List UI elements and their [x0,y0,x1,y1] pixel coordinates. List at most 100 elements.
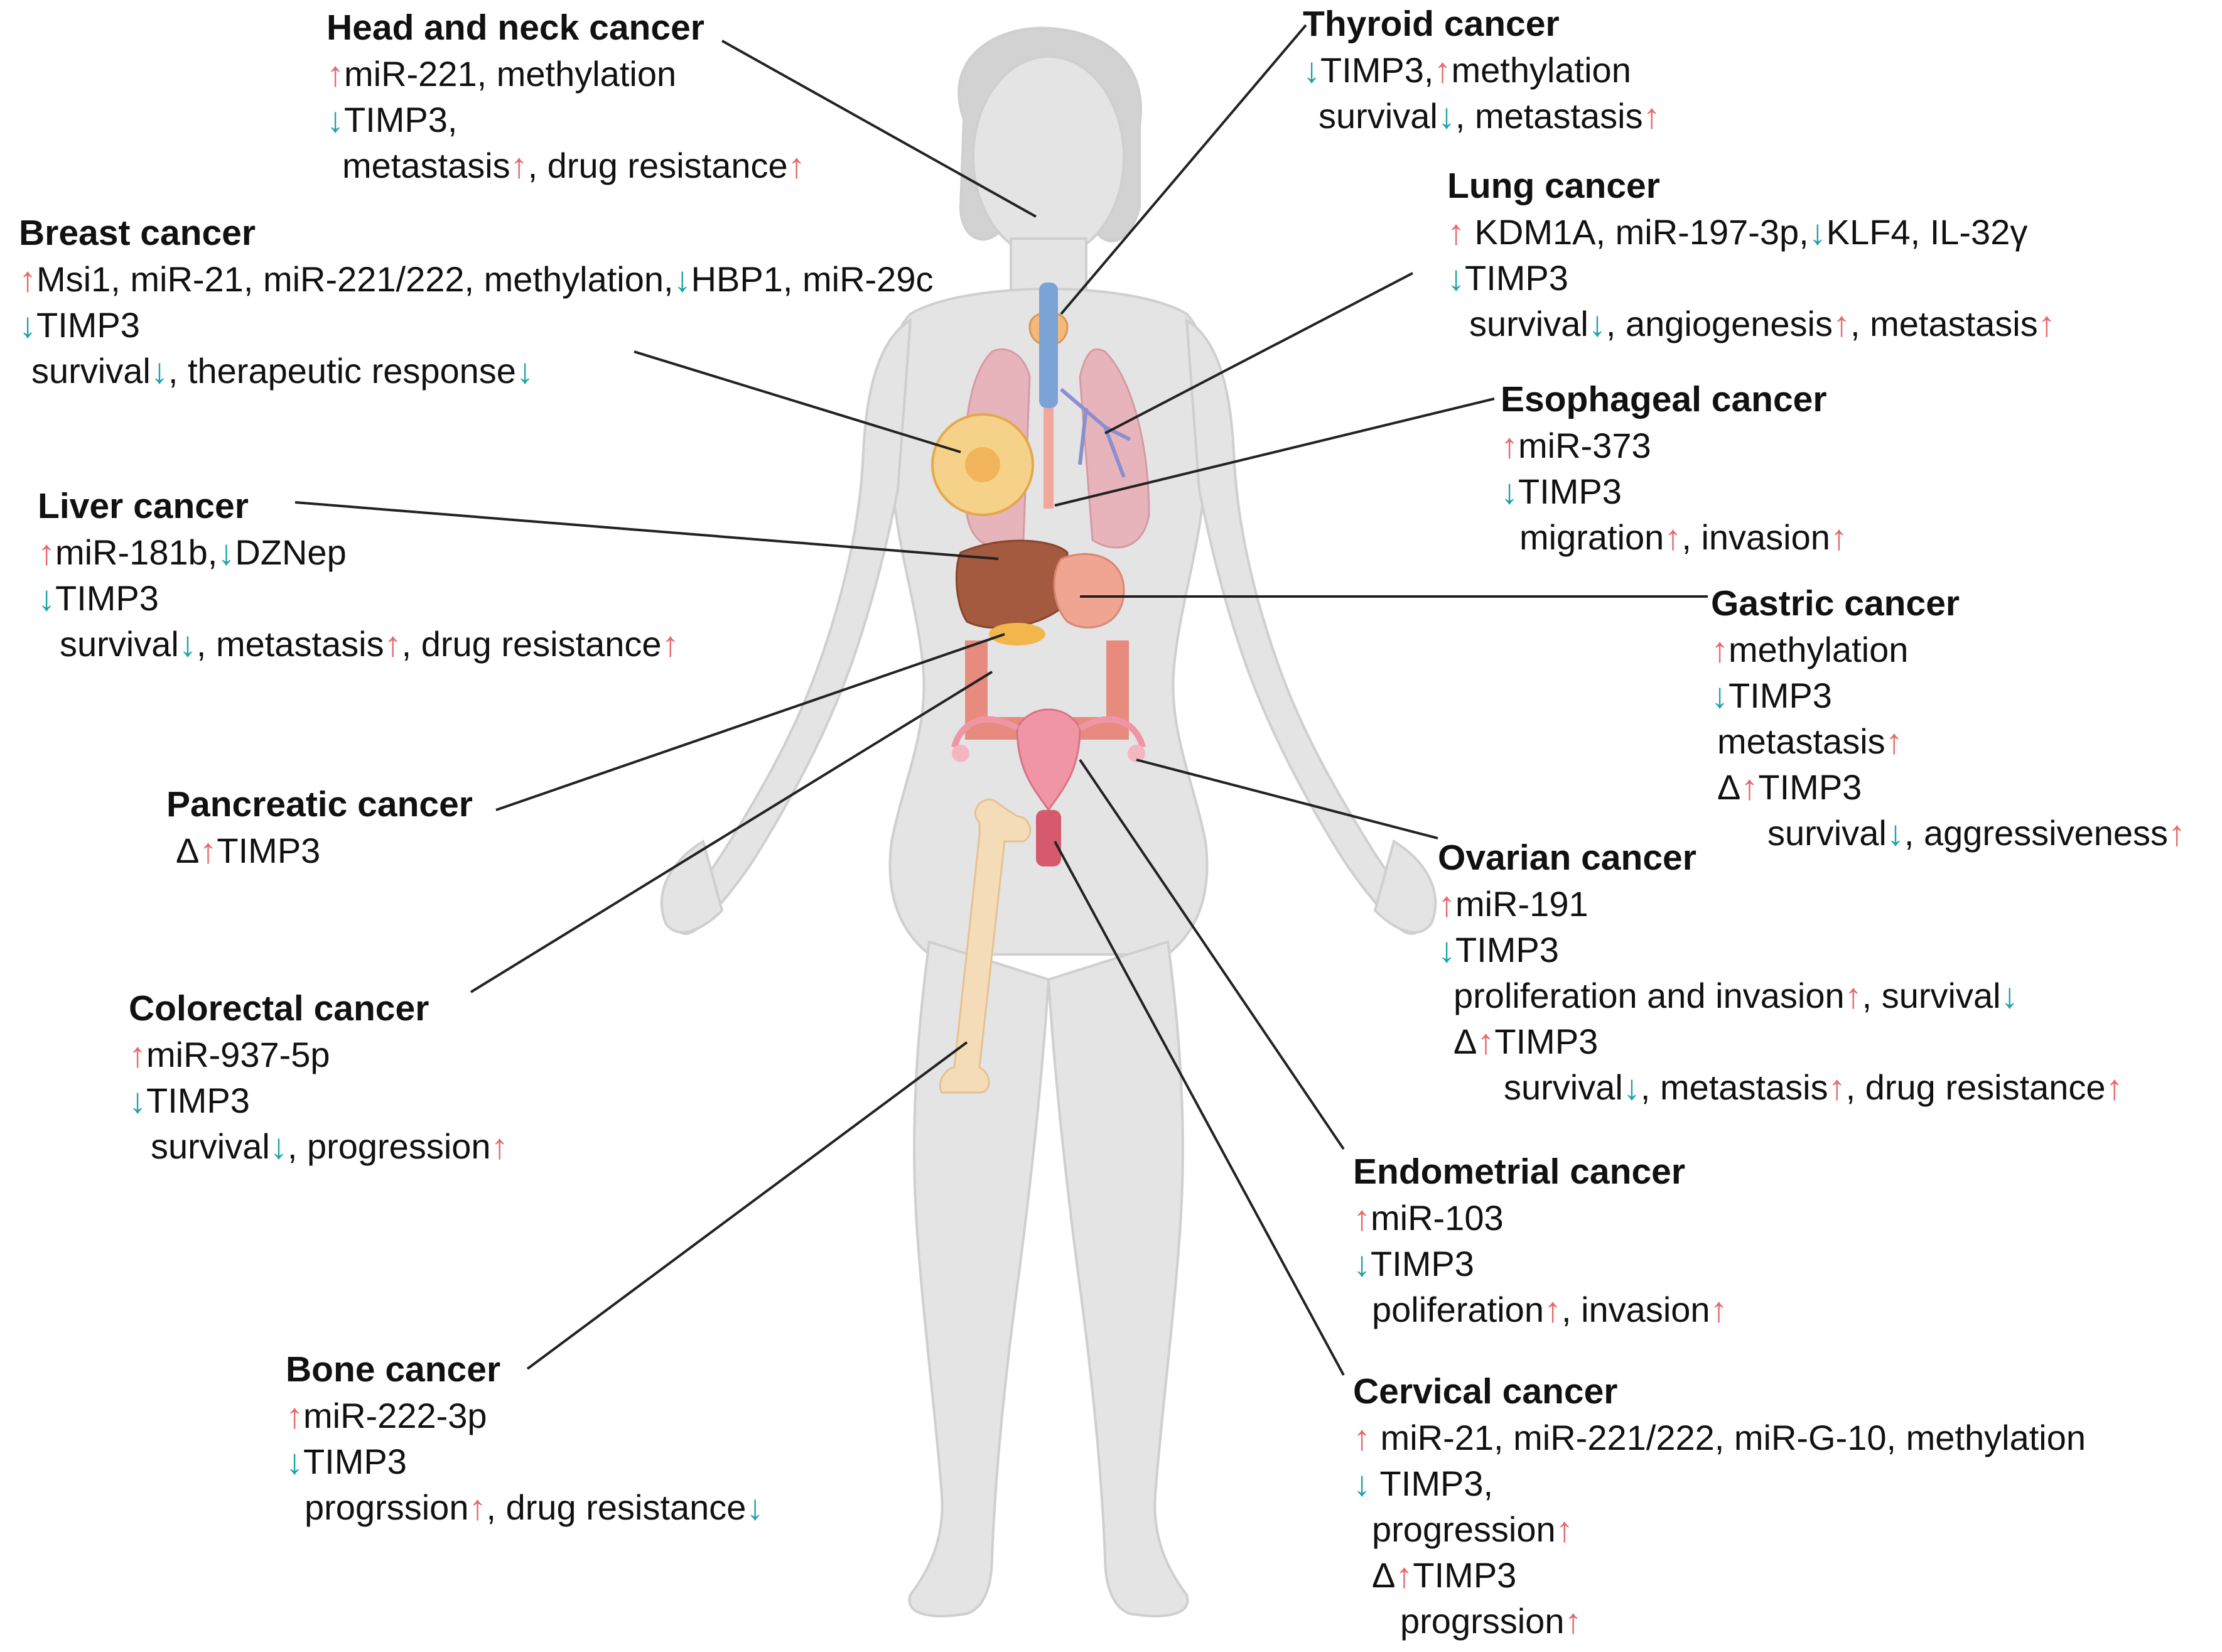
down-arrow-icon: ↓ [1886,813,1904,853]
finding-line: survival↓, metastasis↑, drug resistance↑ [1438,1064,2123,1110]
down-arrow-icon: ↓ [746,1487,764,1527]
finding-text: HBP1, miR-29c [691,259,934,299]
up-arrow-icon: ↑ [1353,1418,1371,1457]
up-arrow-icon: ↑ [1664,517,1682,557]
cancer-title: Ovarian cancer [1438,838,1696,878]
cancer-title: Colorectal cancer [129,988,429,1028]
up-arrow-icon: ↑ [1447,212,1465,252]
finding-line: ↓TIMP3, [326,97,806,143]
finding-line: migration↑, invasion↑ [1501,514,1848,560]
finding-text: methylation [1451,50,1631,90]
finding-text: , metastasis [196,624,384,664]
finding-line: ↓TIMP3 [286,1439,763,1484]
finding-line: proliferation and invasion↑, survival↓ [1438,973,2123,1018]
up-arrow-icon: ↑ [787,146,806,185]
up-arrow-icon: ↑ [1642,96,1661,136]
up-arrow-icon: ↑ [1477,1022,1495,1061]
finding-text: survival [151,1126,270,1166]
finding-text: KDM1A, miR-197-3p, [1465,212,1809,252]
finding-line: ↑Msi1, miR-21, miR-221/222, methylation,… [19,256,933,302]
up-arrow-icon: ↑ [1885,721,1903,761]
head [972,55,1125,259]
finding-text: TIMP3 [217,831,321,870]
left-leg [908,940,1050,1617]
finding-text: , metastasis [1640,1067,1828,1107]
up-arrow-icon: ↑ [1844,976,1862,1015]
finding-line: ↑ KDM1A, miR-197-3p,↓KLF4, IL-32γ [1447,209,2056,255]
finding-text: progrssion [1400,1601,1565,1641]
up-arrow-icon: ↑ [1501,426,1518,465]
finding-text: KLF4, IL-32γ [1826,212,2028,252]
finding-text: miR-103 [1371,1198,1504,1238]
down-arrow-icon: ↓ [2000,976,2019,1015]
leader-esophageal [1054,397,1495,507]
finding-text: survival [31,351,151,391]
finding-line: ↓TIMP3 [1501,468,1848,514]
delta-icon: Δ [1453,1022,1477,1061]
down-arrow-icon: ↓ [326,100,344,139]
down-arrow-icon: ↓ [150,351,168,391]
up-arrow-icon: ↑ [1711,630,1729,669]
finding-text: miR-937-5p [146,1035,330,1074]
finding-text: , drug resistance [1845,1067,2106,1107]
left-arm [676,318,912,935]
finding-text: TIMP3 [1729,676,1832,715]
leader-endometrial [1079,759,1345,1150]
liver [956,539,1069,629]
up-arrow-icon: ↑ [286,1396,303,1435]
finding-text: poliferation [1372,1290,1544,1329]
finding-text: TIMP3 [1518,472,1622,511]
finding-line: progrssion↑ [1353,1598,2086,1644]
leader-lines [294,24,1708,1376]
right-hand [1373,839,1437,934]
cancer-title: Esophageal cancer [1501,379,1827,419]
finding-text: migration [1519,517,1664,557]
finding-text: TIMP3 [1455,930,1559,969]
up-arrow-icon: ↑ [661,624,679,664]
label-head-neck: Head and neck cancer↑miR-221, methylatio… [326,5,806,188]
down-arrow-icon: ↓ [1808,212,1826,252]
finding-text: survival [60,624,179,664]
finding-line: poliferation↑, invasion↑ [1353,1287,1728,1332]
right-arm [1185,318,1421,935]
finding-text: TIMP3, [1371,1464,1494,1503]
up-arrow-icon: ↑ [468,1487,487,1527]
organs [931,283,1150,1094]
cervix [1036,810,1061,866]
finding-text: , therapeutic response [168,351,516,391]
finding-text: survival [1504,1067,1623,1107]
down-arrow-icon: ↓ [19,305,36,345]
up-arrow-icon: ↑ [1433,50,1452,90]
finding-text: TIMP3 [146,1081,250,1120]
up-arrow-icon: ↑ [1710,1290,1728,1329]
finding-line: ↑miR-222-3p [286,1393,763,1439]
down-arrow-icon: ↓ [515,351,534,391]
esophagus [1044,408,1054,509]
down-arrow-icon: ↓ [286,1442,303,1481]
label-cervical: Cervical cancer↑ miR-21, miR-221/222, mi… [1353,1369,2086,1644]
cancer-title: Head and neck cancer [326,8,704,48]
pancreas [989,623,1045,645]
down-arrow-icon: ↓ [38,578,55,618]
delta-icon: Δ [176,831,200,870]
up-arrow-icon: ↑ [199,831,217,870]
finding-line: ↓TIMP3 [1711,672,2186,718]
finding-text: DZNep [235,532,347,572]
down-arrow-icon: ↓ [1501,472,1518,511]
finding-line: progrssion↑, drug resistance↓ [286,1484,763,1530]
finding-line: progression↑ [1353,1506,2086,1552]
finding-text: miR-181b, [55,532,218,572]
down-arrow-icon: ↓ [1437,96,1455,136]
down-arrow-icon: ↓ [1353,1464,1371,1503]
finding-text: , invasion [1561,1290,1710,1329]
down-arrow-icon: ↓ [1438,930,1455,969]
finding-line: survival↓, metastasis↑, drug resistance↑ [38,621,679,667]
